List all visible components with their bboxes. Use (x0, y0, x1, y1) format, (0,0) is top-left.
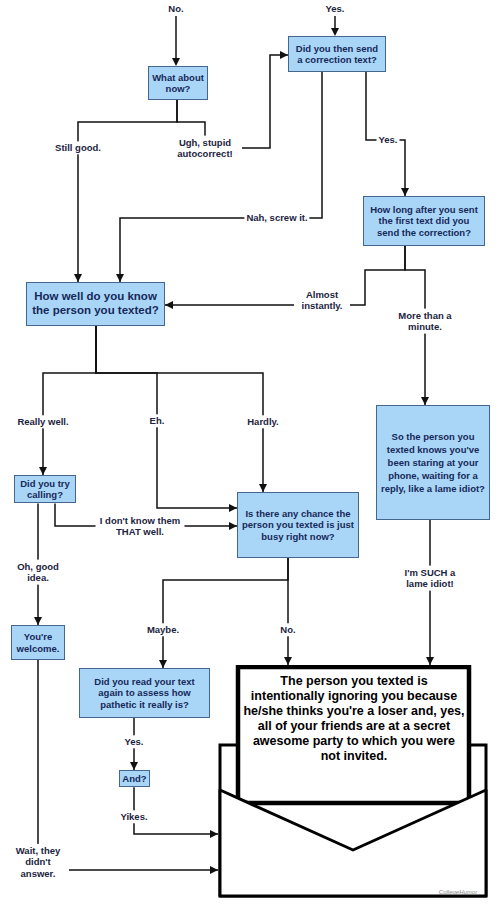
arrow-head (39, 467, 47, 475)
arrow-head (426, 657, 434, 665)
answer-label: No. (278, 623, 297, 636)
answer-label: Really well. (15, 415, 70, 428)
answer-label: Nah, screw it. (244, 211, 309, 224)
box-text-area: How long after you sent the first text d… (367, 204, 481, 238)
flow-connector (116, 72, 322, 282)
node-text: Is there any chance the person you texte… (241, 508, 355, 542)
entry-line (175, 16, 177, 60)
arrow-head (165, 301, 173, 309)
arrow-head (210, 830, 218, 838)
answer-label: Ugh, stupid autocorrect! (168, 136, 242, 161)
arrow-head (34, 617, 42, 625)
connector-line (38, 660, 218, 870)
connector-line (429, 520, 431, 665)
arrow-head (210, 866, 218, 874)
answer-label: Still good. (53, 141, 103, 154)
connector-line (287, 558, 289, 665)
connector-line (366, 72, 405, 196)
node-text: Did you then send a correction text? (292, 43, 382, 65)
box-text-area: Did you read your text again to assess h… (83, 676, 206, 710)
question-box: You're welcome. (11, 625, 65, 660)
answer-label: Yes. (122, 735, 145, 748)
arrow-head (116, 274, 124, 282)
answer-label: Wait, they didn't answer. (7, 844, 69, 880)
connector-line (43, 326, 96, 475)
flow-connector (96, 326, 267, 492)
arrow-head (401, 188, 409, 196)
entry-line (334, 16, 336, 30)
answer-label: Yes. (323, 2, 346, 15)
connector-line (120, 72, 322, 282)
box-text-area: And? (122, 773, 146, 784)
arrow-head (259, 484, 267, 492)
box-text-area: So the person you texted knows you've be… (380, 430, 486, 496)
question-box: How long after you sent the first text d… (363, 196, 485, 246)
flow-connector (426, 520, 434, 665)
connector-line (78, 100, 177, 282)
flow-connector (165, 246, 405, 309)
arrow-head (331, 28, 339, 36)
answer-label: Oh, good idea. (11, 560, 65, 585)
arrow-head (280, 51, 288, 59)
question-box: How well do you know the person you text… (26, 282, 165, 326)
answer-label: Yes. (376, 133, 399, 146)
answer-label: Hardly. (245, 415, 281, 428)
flow-connector (284, 558, 292, 665)
connector-line (163, 558, 288, 668)
answer-label: Yikes. (118, 810, 149, 823)
box-text-area: Is there any chance the person you texte… (241, 508, 355, 542)
arrow-head (284, 657, 292, 665)
connector-line (165, 246, 405, 305)
node-text: Did you read your text again to assess h… (83, 676, 206, 710)
question-box: Did you then send a correction text? (288, 36, 386, 72)
question-box: Did you read your text again to assess h… (79, 668, 210, 718)
envelope-box: The person you texted is intentionally i… (218, 665, 488, 898)
box-text-area: Did you try calling? (18, 478, 72, 500)
connector-line (96, 326, 263, 492)
question-box: Did you try calling? (14, 475, 76, 503)
question-box: What about now? (148, 66, 208, 100)
arrow-head (172, 58, 180, 66)
arrow-head (229, 504, 237, 512)
question-box: And? (119, 770, 150, 787)
box-text-area: How well do you know the person you text… (30, 290, 161, 317)
answer-label: Eh. (148, 414, 167, 427)
answer-label: I'm SUCH a lame idiot! (397, 566, 463, 591)
node-text: And? (122, 773, 146, 784)
watermark: CollegeHumor (437, 888, 479, 897)
box-text-area: What about now? (152, 72, 204, 94)
flow-connector (38, 660, 218, 874)
question-box: So the person you texted knows you've be… (376, 405, 490, 520)
answer-label: No. (166, 2, 185, 15)
arrow-head (159, 660, 167, 668)
answer-label: Maybe. (145, 623, 181, 636)
node-text: You're welcome. (15, 631, 61, 653)
envelope-pocket (220, 790, 486, 896)
flow-connector (74, 100, 177, 282)
letter-card (238, 667, 469, 803)
answer-label: Almost instantly. (294, 288, 350, 313)
arrow-head (229, 522, 237, 530)
node-text: The person you texted is intentionally i… (242, 674, 466, 764)
arrow-head (130, 762, 138, 770)
node-text: What about now? (152, 72, 204, 94)
connector-line (96, 326, 237, 508)
arrow-head (421, 397, 429, 405)
node-text: So the person you texted knows you've be… (380, 430, 486, 496)
box-text-area: Did you then send a correction text? (292, 43, 382, 65)
node-text: How long after you sent the first text d… (367, 204, 481, 238)
arrow-head (74, 274, 82, 282)
flow-connector (39, 326, 96, 475)
node-text: Did you try calling? (18, 478, 72, 500)
answer-label: More than a minute. (396, 309, 455, 334)
flow-connector (159, 558, 288, 668)
question-box: Is there any chance the person you texte… (237, 492, 359, 558)
node-text: How well do you know the person you text… (30, 290, 161, 317)
answer-label: I don't know them THAT well. (96, 514, 185, 539)
flow-connector (366, 72, 409, 196)
envelope-text-area: The person you texted is intentionally i… (242, 674, 466, 764)
box-text-area: You're welcome. (15, 631, 61, 653)
flow-connector (96, 326, 237, 512)
